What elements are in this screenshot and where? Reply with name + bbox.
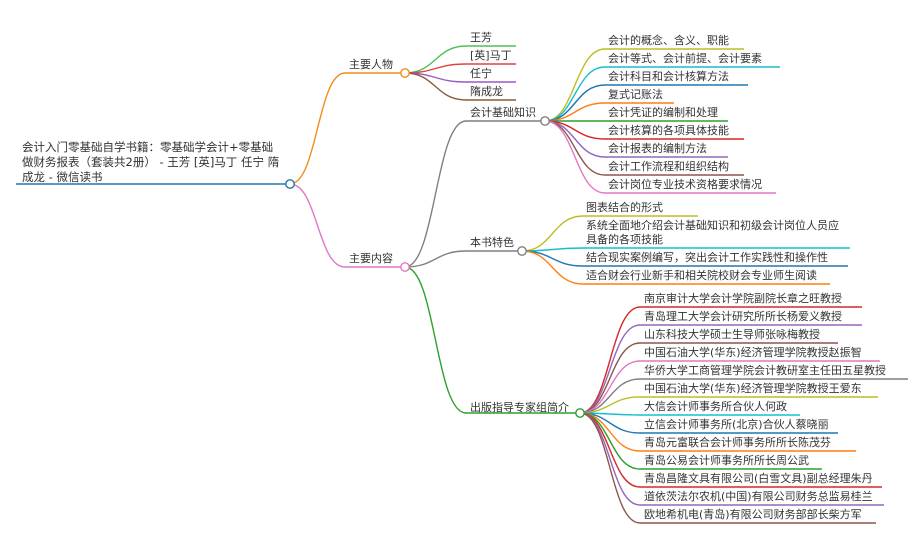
link-root-characters (289, 72, 405, 185)
person-ren-ning[interactable]: 任宁 (470, 67, 492, 80)
expert-item[interactable]: 华侨大学工商管理学院会计教研室主任田五星教授 (644, 364, 886, 377)
features-node-dot[interactable] (517, 246, 527, 256)
link-expert-item (579, 412, 876, 524)
link-basics-item (544, 48, 744, 122)
link-expert-item (579, 324, 862, 414)
link-expert-item (579, 342, 838, 414)
link-expert-item (579, 360, 880, 414)
basics-item[interactable]: 会计岗位专业技术资格要求情况 (608, 178, 762, 191)
topic-book-features[interactable]: 本书特色 (470, 236, 514, 249)
feature-item[interactable]: 适合财会行业新手和相关院校财会专业师生阅读 (586, 269, 817, 282)
expert-item[interactable]: 青岛昌隆文具有限公司(白雪文具)副总经理朱丹 (644, 472, 873, 485)
link-topic (404, 250, 522, 268)
link-expert-item (579, 306, 862, 414)
basics-item[interactable]: 会计核算的各项具体技能 (608, 124, 729, 137)
link-basics-item (544, 66, 780, 122)
link-person (404, 63, 516, 74)
branch-main-content[interactable]: 主要内容 (349, 252, 393, 265)
expert-item[interactable]: 道依茨法尔农机(中国)有限公司财务总监易桂兰 (644, 490, 873, 503)
feature-item[interactable]: 系统全面地介绍会计基础知识和初级会计岗位人员应具备的各项技能 (586, 219, 839, 246)
characters-node-dot[interactable] (400, 68, 410, 78)
link-feature-item (521, 250, 830, 285)
feature-item[interactable]: 图表结合的形式 (586, 201, 663, 214)
topic-accounting-basics[interactable]: 会计基础知识 (470, 106, 536, 119)
link-root-content (289, 183, 405, 268)
person-martin[interactable]: [英]马丁 (470, 49, 512, 62)
root-node-title[interactable]: 会计入门零基础自学书籍：零基础学会计+零基础做财务报表（套装共2册） - 王芳 … (22, 140, 280, 184)
expert-item[interactable]: 立信会计师事务所(北京)合伙人蔡晓丽 (644, 418, 829, 431)
expert-item[interactable]: 中国石油大学(华东)经济管理学院教授赵振智 (644, 346, 862, 359)
experts-node-dot[interactable] (575, 408, 585, 418)
expert-item[interactable]: 欧地希机电(青岛)有限公司财务部部长柴方军 (644, 508, 862, 521)
link-person (404, 72, 516, 83)
expert-item[interactable]: 中国石油大学(华东)经济管理学院教授王爱东 (644, 382, 862, 395)
expert-item[interactable]: 大信会计师事务所合伙人何政 (644, 400, 787, 413)
basics-item[interactable]: 复式记账法 (608, 88, 663, 101)
basics-item[interactable]: 会计科目和会计核算方法 (608, 70, 729, 83)
content-node-dot[interactable] (400, 262, 410, 272)
link-feature-item (521, 215, 698, 252)
basics-item[interactable]: 会计的概念、含义、职能 (608, 34, 729, 47)
feature-item[interactable]: 结合现实案例编写，突出会计工作实践性和操作性 (586, 251, 828, 264)
basics-item[interactable]: 会计报表的编制方法 (608, 142, 707, 155)
link-basics-item (544, 84, 748, 122)
link-expert-item (579, 378, 908, 414)
root-node-dot[interactable] (285, 179, 295, 189)
person-wang-fang[interactable]: 王芳 (470, 31, 492, 44)
topic-expert-group[interactable]: 出版指导专家组简介 (470, 401, 569, 414)
basics-item[interactable]: 会计工作流程和组织结构 (608, 160, 729, 173)
link-topic (404, 266, 580, 414)
link-person (404, 72, 516, 101)
link-topic (404, 120, 545, 268)
basics-node-dot[interactable] (540, 116, 550, 126)
expert-item[interactable]: 青岛理工大学会计研究所所长杨爱义教授 (644, 310, 842, 323)
basics-item[interactable]: 会计等式、会计前提、会计要素 (608, 52, 762, 65)
expert-item[interactable]: 青岛公易会计师事务所所长周公武 (644, 454, 809, 467)
person-sui-chenglong[interactable]: 隋成龙 (470, 85, 503, 98)
expert-item[interactable]: 南京审计大学会计学院副院长章之旺教授 (644, 292, 842, 305)
link-basics-item (544, 120, 776, 194)
expert-item[interactable]: 山东科技大学硕士生导师张咏梅教授 (644, 328, 820, 341)
expert-item[interactable]: 青岛元富联合会计师事务所所长陈茂芬 (644, 436, 831, 449)
basics-item[interactable]: 会计凭证的编制和处理 (608, 106, 718, 119)
branch-main-characters[interactable]: 主要人物 (349, 58, 393, 71)
